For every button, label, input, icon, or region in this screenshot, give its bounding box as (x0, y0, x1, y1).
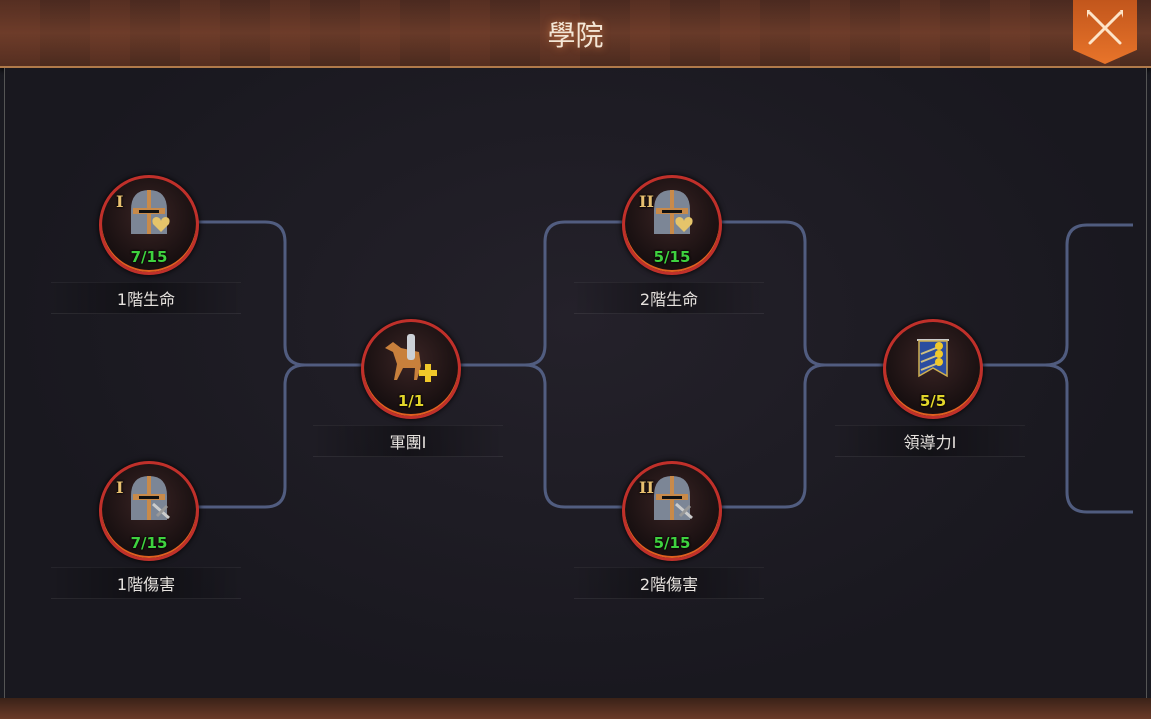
connector (978, 223, 1133, 367)
header-ornament (0, 0, 1151, 66)
skill-node-leadership[interactable]: 5/5 (883, 319, 983, 419)
connector (1044, 363, 1133, 514)
crossed-arrows-close-icon (1087, 10, 1123, 45)
tier-label: I (116, 192, 124, 211)
skill-node-tier1-damage[interactable]: I 7/15 (99, 461, 199, 561)
skill-label: 1階傷害 (51, 567, 241, 599)
level-count: 7/15 (130, 534, 168, 552)
tier-label: II (639, 192, 654, 211)
helmet-sword-icon (654, 476, 693, 520)
skill-label: 領導力I (835, 425, 1025, 457)
skill-label: 2階傷害 (574, 567, 764, 599)
skill-node-tier2-health[interactable]: II 5/15 (622, 175, 722, 275)
skill-node-legion[interactable]: 1/1 (361, 319, 461, 419)
tier-label: II (639, 478, 654, 497)
skill-label: 1階生命 (51, 282, 241, 314)
skill-label: 2階生命 (574, 282, 764, 314)
header-bar: 學院 (0, 0, 1151, 68)
skill-node-tier2-damage[interactable]: II 5/15 (622, 461, 722, 561)
level-count: 5/15 (653, 534, 691, 552)
connector (717, 220, 884, 367)
helmet-sword-icon (131, 476, 170, 520)
skill-label: 軍團I (313, 425, 503, 457)
skill-node-tier1-health[interactable]: I 7/15 (99, 175, 199, 275)
tier-label: I (116, 478, 124, 497)
connector (717, 363, 826, 509)
level-count: 7/15 (130, 248, 168, 266)
cavalry-plus-icon (385, 334, 437, 382)
connector (524, 363, 622, 509)
banner-icon (917, 339, 949, 378)
helmet-heart-icon (131, 190, 170, 234)
connector (195, 363, 306, 509)
helmet-heart-icon (654, 190, 693, 234)
footer-bar (0, 698, 1151, 719)
level-count: 1/1 (397, 392, 425, 410)
connector (195, 220, 362, 367)
page-title: 學院 (547, 19, 604, 52)
connector (455, 220, 622, 367)
close-button[interactable] (1073, 0, 1137, 64)
level-count: 5/5 (919, 392, 947, 410)
level-count: 5/15 (653, 248, 691, 266)
